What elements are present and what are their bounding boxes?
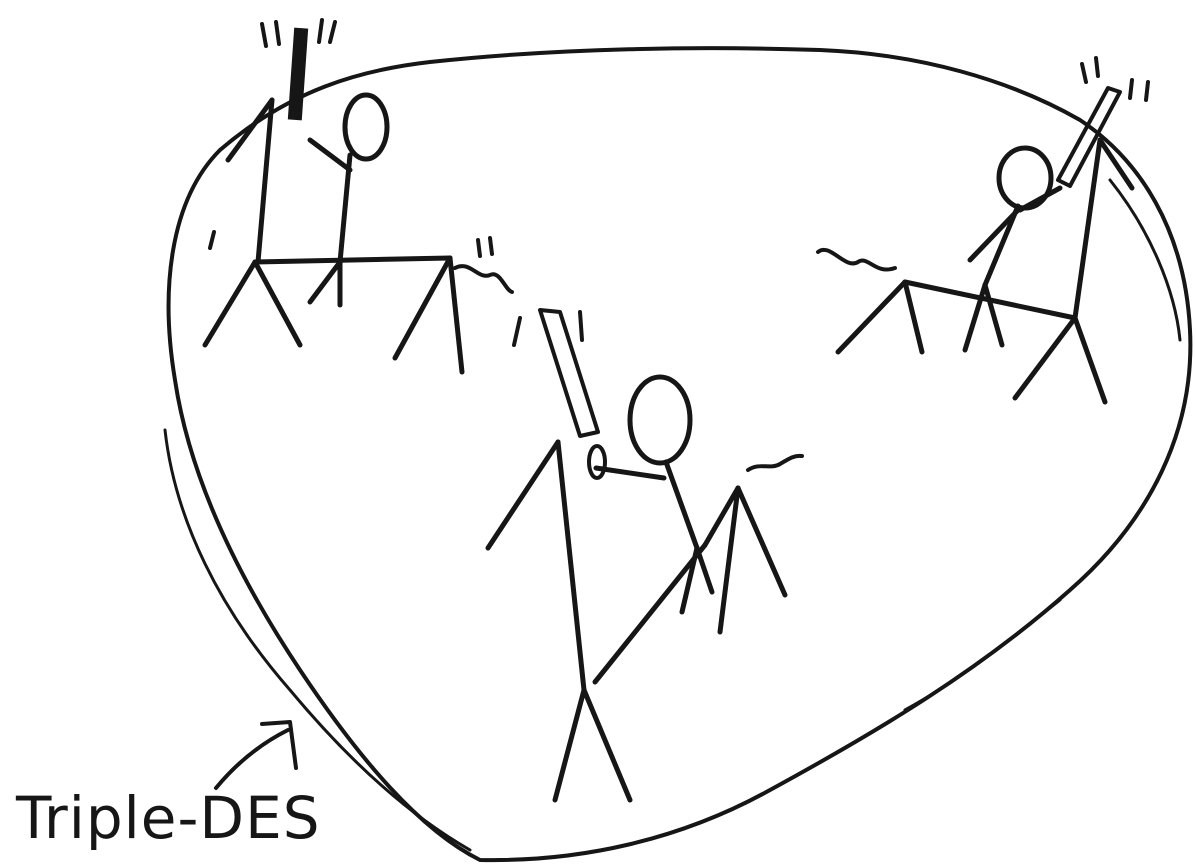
figure-leg bbox=[985, 285, 1002, 345]
figure-leg bbox=[697, 548, 712, 592]
figure-head bbox=[630, 377, 690, 463]
figure-hand bbox=[589, 446, 605, 478]
caption-label: Triple-DES bbox=[16, 786, 321, 850]
quote-mark bbox=[478, 238, 492, 256]
squiggle-mark bbox=[818, 250, 895, 270]
figure-head bbox=[345, 95, 387, 159]
torch-icon bbox=[540, 310, 598, 436]
table-leg bbox=[1075, 318, 1105, 402]
table-leg bbox=[255, 262, 300, 345]
figure-body bbox=[558, 442, 584, 690]
figure-body bbox=[666, 462, 697, 548]
figure-arm bbox=[310, 140, 350, 170]
pointer-arrow bbox=[216, 722, 296, 788]
figure-leg bbox=[555, 690, 584, 800]
table-leg bbox=[838, 282, 905, 352]
table-leg bbox=[205, 262, 255, 345]
table-leg bbox=[905, 282, 922, 352]
table-leg bbox=[395, 258, 450, 358]
figure-body bbox=[258, 100, 272, 262]
center-group bbox=[488, 310, 802, 800]
table-top bbox=[255, 258, 450, 262]
top-left-group bbox=[205, 20, 512, 372]
torch-icon bbox=[1058, 88, 1120, 186]
figure-arm bbox=[970, 210, 1018, 260]
tick-mark bbox=[210, 232, 214, 248]
figure-leg bbox=[584, 690, 630, 800]
table-leg bbox=[450, 258, 462, 372]
arrow-shaft bbox=[216, 730, 288, 788]
enclosure-outline-stroke-4 bbox=[1110, 180, 1180, 340]
squiggle-mark bbox=[455, 266, 512, 292]
figure-arm bbox=[1020, 188, 1060, 210]
figure-leg bbox=[682, 548, 697, 612]
arrow-head-icon bbox=[262, 722, 296, 768]
sparkle-lines bbox=[1082, 58, 1148, 100]
figure-arm bbox=[596, 468, 664, 478]
figure-leg bbox=[310, 262, 340, 302]
top-right-group bbox=[818, 58, 1148, 402]
table-leg bbox=[1015, 318, 1075, 398]
torch-icon bbox=[288, 28, 308, 121]
squiggle-mark bbox=[748, 456, 802, 470]
figure-arm bbox=[488, 442, 558, 548]
table-leg bbox=[595, 545, 705, 682]
table-leg bbox=[738, 488, 785, 595]
